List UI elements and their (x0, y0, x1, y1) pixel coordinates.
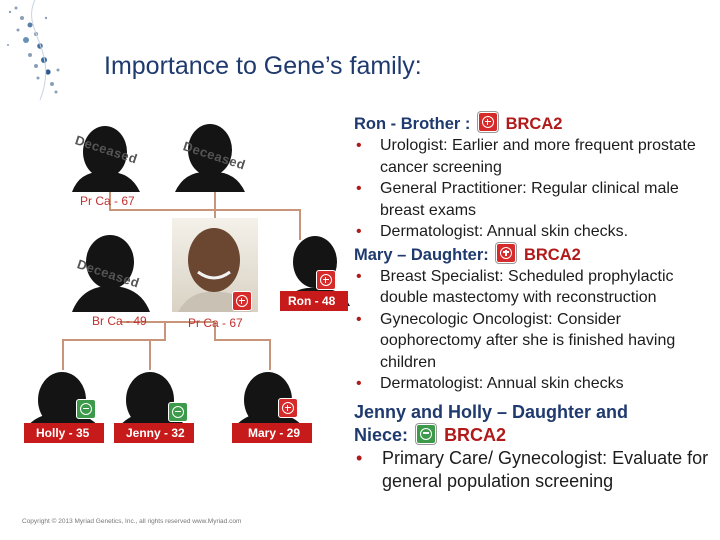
label-bar-holly: Holly - 35 (24, 423, 104, 443)
mary-recommendations: Breast Specialist: Scheduled prophylacti… (354, 266, 720, 395)
label-holly: Holly - 35 (36, 426, 90, 440)
jenny-holly-header: Jenny and Holly – Daughter and Niece: BR… (354, 401, 629, 445)
grandfather-silhouette (175, 124, 245, 192)
label-grandfather: Pr Ca - 67 (80, 194, 135, 208)
list-item: Breast Specialist: Scheduled prophylacti… (354, 266, 720, 309)
recommendations: Ron - Brother : BRCA2 Urologist: Earlier… (354, 112, 720, 493)
positive-icon-mary (278, 398, 298, 418)
list-item: Dermatologist: Annual skin checks (354, 373, 720, 395)
positive-icon (496, 242, 517, 263)
positive-icon (478, 112, 498, 132)
label-bar-jenny: Jenny - 32 (114, 423, 194, 443)
list-item: Gynecologic Oncologist: Consider oophore… (354, 309, 720, 374)
negative-icon-holly (76, 399, 96, 419)
grandmother-silhouette (72, 126, 140, 192)
label-ron: Ron - 48 (288, 294, 336, 308)
list-item: Primary Care/ Gynecologist: Evaluate for… (354, 447, 720, 493)
decorative-dots (7, 0, 60, 100)
list-item: Dermatologist: Annual skin checks. (354, 221, 720, 243)
positive-icon-gene (232, 291, 252, 311)
label-mary: Mary - 29 (248, 426, 301, 440)
positive-icon-ron (316, 270, 336, 290)
negative-icon-jenny (168, 402, 188, 422)
list-item: General Practitioner: Regular clinical m… (354, 178, 720, 221)
label-bar-mary: Mary - 29 (232, 423, 312, 443)
label-jenny: Jenny - 32 (126, 426, 185, 440)
label-bar-ron: Ron - 48 (280, 291, 348, 311)
list-item: Urologist: Earlier and more frequent pro… (354, 135, 720, 178)
mother-silhouette (72, 235, 150, 312)
gene-photo (172, 218, 258, 312)
label-gene: Pr Ca - 67 (188, 316, 243, 330)
negative-icon (416, 423, 437, 444)
copyright: Copyright © 2013 Myriad Genetics, Inc., … (22, 518, 242, 525)
tree-connectors (62, 192, 301, 370)
ron-recommendations: Urologist: Earlier and more frequent pro… (354, 135, 720, 243)
family-tree (26, 124, 350, 428)
ron-header: Ron - Brother : BRCA2 (354, 112, 720, 135)
mary-header: Mary – Daughter: BRCA2 (354, 242, 720, 266)
label-mother: Br Ca - 49 (92, 314, 147, 328)
jenny-holly-recommendations: Primary Care/ Gynecologist: Evaluate for… (354, 447, 720, 493)
page-title: Importance to Gene’s family: (104, 52, 422, 80)
